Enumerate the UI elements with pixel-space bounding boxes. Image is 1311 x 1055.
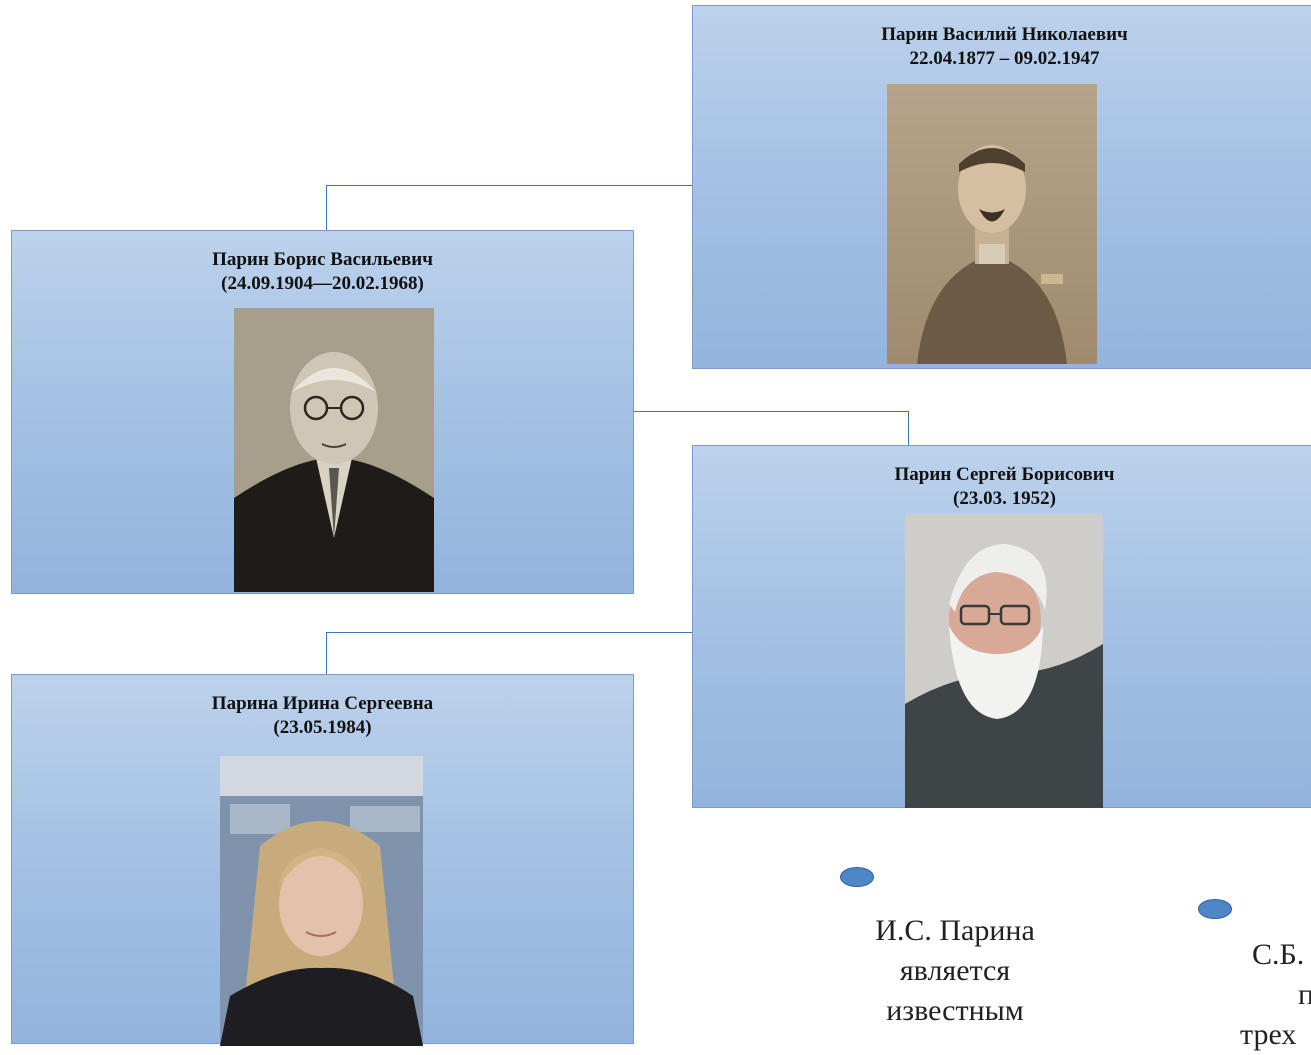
person-name: Парин Борис Васильевич: [212, 249, 433, 270]
connector-vasily-boris-h: [326, 185, 693, 186]
caption-line: является: [899, 954, 1011, 987]
person-card-vasily: Парин Василий Николаевич 22.04.1877 – 09…: [692, 5, 1311, 369]
connector-sergey-irina-v: [326, 632, 327, 674]
person-name: Парин Василий Николаевич: [881, 24, 1128, 45]
person-dates: (23.05.1984): [273, 717, 372, 738]
caption-line: п: [1298, 978, 1311, 1011]
portrait-photo-vasily: [887, 84, 1097, 364]
person-name: Парин Сергей Борисович: [894, 464, 1115, 485]
caption-line: трех: [1240, 1018, 1297, 1051]
connector-boris-sergey-v: [908, 411, 909, 445]
caption-line: И.С. Парина: [875, 914, 1035, 947]
connector-sergey-irina-h: [326, 632, 693, 633]
person-card-sergey: Парин Сергей Борисович (23.03. 1952): [692, 445, 1311, 808]
bullet-marker: [1198, 899, 1232, 919]
person-name: Парина Ирина Сергеевна: [211, 693, 434, 714]
portrait-photo-boris: [234, 308, 434, 592]
caption-line: известным: [886, 994, 1024, 1027]
caption-line: С.Б.: [1252, 938, 1305, 971]
portrait-photo-irina: [220, 756, 423, 1046]
person-card-boris: Парин Борис Васильевич (24.09.1904—20.02…: [11, 230, 634, 594]
person-dates: (24.09.1904—20.02.1968): [221, 273, 424, 294]
bullet-marker: [840, 867, 874, 887]
person-card-irina: Парина Ирина Сергеевна (23.05.1984): [11, 674, 634, 1046]
caption-text-2: С.Б. п трех: [1240, 935, 1311, 1055]
portrait-photo-sergey: [905, 514, 1103, 808]
person-dates: (23.03. 1952): [953, 488, 1056, 509]
caption-text-1: И.С. Парина является известным: [875, 911, 1035, 1031]
person-dates: 22.04.1877 – 09.02.1947: [909, 48, 1100, 69]
connector-boris-sergey-h: [633, 411, 909, 412]
connector-vasily-boris-v: [326, 185, 327, 230]
